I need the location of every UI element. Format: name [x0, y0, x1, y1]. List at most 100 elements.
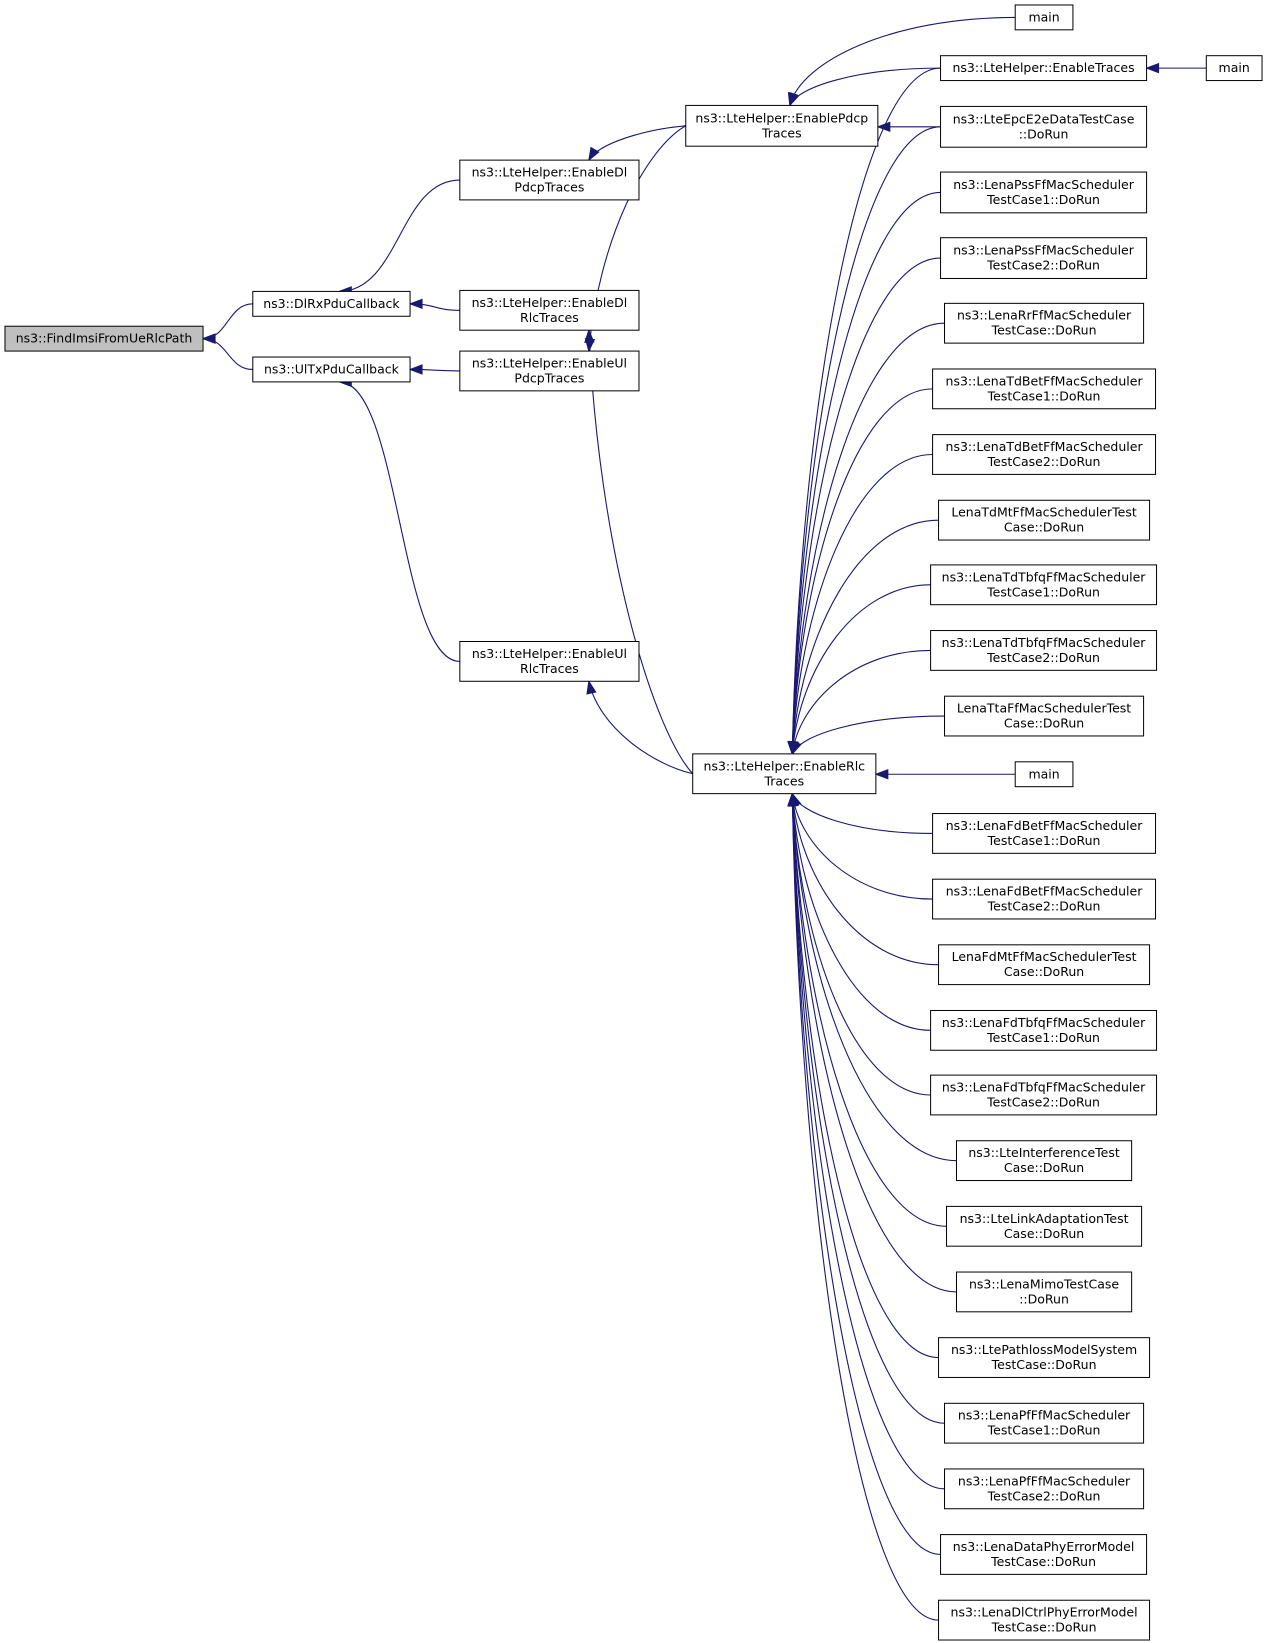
node-box [944, 1402, 1145, 1444]
node-main3[interactable]: main [1014, 761, 1074, 788]
node-root[interactable]: ns3::FindImsiFromUeRlcPath [4, 325, 204, 352]
node-label: ns3::LteHelper::EnableDl [472, 295, 628, 310]
arrow-head-icon [408, 298, 423, 310]
edge-main1-to-pdcp [789, 16, 1016, 106]
node-tdbet2[interactable]: ns3::LenaTdBetFfMacSchedulerTestCase2::D… [932, 434, 1157, 475]
edge-fdtbfq1-to-rlc [791, 793, 931, 1031]
node-box [459, 159, 640, 201]
node-tdbet1[interactable]: ns3::LenaTdBetFfMacSchedulerTestCase1::D… [932, 368, 1157, 410]
node-label: ns3::LenaTdBetFfMacScheduler [946, 373, 1144, 388]
node-label: ns3::LenaPfFfMacScheduler [958, 1408, 1131, 1423]
node-dataphy[interactable]: ns3::LenaDataPhyErrorModelTestCase::DoRu… [940, 1534, 1148, 1575]
node-box [938, 1337, 1151, 1378]
node-label: LenaFdMtFfMacSchedulerTest [952, 949, 1137, 964]
node-box [938, 944, 1151, 986]
edge-pf2-to-rlc [791, 793, 945, 1490]
arrow-head-icon [586, 679, 597, 695]
node-pss2[interactable]: ns3::LenaPssFfMacSchedulerTestCase2::DoR… [940, 237, 1148, 279]
node-box [1205, 55, 1263, 82]
node-label: ns3::LteHelper::EnableDl [472, 165, 628, 180]
node-tdtbfq1[interactable]: ns3::LenaTdTbfqFfMacSchedulerTestCase1::… [930, 564, 1158, 606]
node-label: ns3::LenaTdBetFfMacScheduler [946, 439, 1144, 454]
node-pf1[interactable]: ns3::LenaPfFfMacSchedulerTestCase1::DoRu… [944, 1402, 1145, 1444]
node-pf2[interactable]: ns3::LenaPfFfMacSchedulerTestCase2::DoRu… [944, 1468, 1145, 1510]
edge-ulrlc-to-ultx [339, 381, 460, 662]
node-label: TestCase2::DoRun [987, 1488, 1101, 1503]
edge-pss1-to-rlc [791, 191, 941, 754]
node-label: ns3::UlTxPduCallback [264, 361, 400, 376]
node-label: ns3::LteHelper::EnableUl [472, 355, 627, 370]
node-fdtbfq2[interactable]: ns3::LenaFdTbfqFfMacSchedulerTestCase2::… [930, 1074, 1158, 1116]
node-dlctrl[interactable]: ns3::LenaDlCtrlPhyErrorModelTestCase::Do… [938, 1599, 1151, 1641]
node-box [459, 289, 640, 331]
node-tdtbfq2[interactable]: ns3::LenaTdTbfqFfMacSchedulerTestCase2::… [930, 630, 1158, 671]
node-dlrx[interactable]: ns3::DlRxPduCallback [252, 290, 411, 317]
node-label: Case::DoRun [1004, 964, 1084, 979]
node-label: TestCase2::DoRun [987, 899, 1101, 914]
node-label: ns3::LteHelper::EnablePdcp [695, 110, 868, 125]
arrow-head-icon [588, 146, 600, 162]
node-box [944, 302, 1145, 344]
node-label: Traces [761, 125, 802, 140]
node-label: ns3::LenaPfFfMacScheduler [958, 1473, 1131, 1488]
node-label: TestCase1::DoRun [987, 833, 1101, 848]
node-label: TestCase1::DoRun [986, 584, 1100, 599]
node-box [4, 325, 204, 352]
node-label: TestCase::DoRun [991, 1357, 1097, 1372]
node-label: ns3::LenaDlCtrlPhyErrorModel [951, 1605, 1138, 1620]
edge-tta-to-rlc [791, 715, 945, 755]
node-traces[interactable]: ns3::LteHelper::EnableTraces [940, 55, 1148, 82]
node-box [930, 1074, 1158, 1116]
node-pathloss[interactable]: ns3::LtePathlossModelSystemTestCase::DoR… [938, 1337, 1151, 1378]
node-label: TestCase1::DoRun [987, 1423, 1101, 1438]
edge-dlrx-to-root [203, 303, 253, 340]
node-main1[interactable]: main [1014, 4, 1074, 31]
edge-fdbet2-to-rlc [791, 793, 933, 900]
node-label: Case::DoRun [1004, 1226, 1084, 1241]
node-box [930, 1009, 1158, 1051]
node-label: Traces [763, 773, 804, 788]
node-label: TestCase2::DoRun [986, 1095, 1100, 1110]
arrow-head-icon [584, 328, 595, 343]
edge-fdtbfq2-to-rlc [791, 793, 931, 1096]
node-label: ns3::LtePathlossModelSystem [951, 1342, 1137, 1357]
edge-pss2-to-rlc [791, 257, 941, 754]
node-box [930, 630, 1158, 671]
node-label: RlcTraces [520, 310, 579, 325]
node-label: PdcpTraces [514, 180, 584, 195]
node-box [932, 368, 1157, 410]
edge-tdbet2-to-rlc [791, 453, 933, 754]
node-main2[interactable]: main [1205, 55, 1263, 82]
edge-ultx-to-root [203, 338, 253, 371]
arrow-head-icon [408, 364, 423, 375]
node-fdbet1[interactable]: ns3::LenaFdBetFfMacSchedulerTestCase1::D… [932, 813, 1157, 854]
node-label: RlcTraces [520, 661, 579, 676]
node-label: ns3::LenaFdTbfqFfMacScheduler [942, 1015, 1146, 1030]
node-label: TestCase::DoRun [991, 323, 1097, 338]
node-ultx[interactable]: ns3::UlTxPduCallback [252, 356, 411, 383]
node-label: ns3::FindImsiFromUeRlcPath [16, 331, 193, 346]
arrow-head-icon [201, 333, 216, 344]
node-pss1[interactable]: ns3::LenaPssFfMacSchedulerTestCase1::DoR… [940, 171, 1148, 214]
edge-tdmt-to-rlc [791, 519, 939, 754]
node-mimo[interactable]: ns3::LenaMimoTestCase::DoRun [955, 1271, 1133, 1313]
node-label: ns3::LenaFdTbfqFfMacScheduler [942, 1080, 1146, 1095]
node-e2e[interactable]: ns3::LteEpcE2eDataTestCase::DoRun [940, 105, 1148, 148]
node-fdtbfq1[interactable]: ns3::LenaFdTbfqFfMacSchedulerTestCase1::… [930, 1009, 1158, 1051]
node-fdbet2[interactable]: ns3::LenaFdBetFfMacSchedulerTestCase2::D… [932, 878, 1157, 920]
node-box [459, 640, 640, 682]
nodes-layer: ns3::FindImsiFromUeRlcPath ns3::DlRxPduCa… [4, 4, 1263, 1641]
node-label: Case::DoRun [1004, 520, 1084, 535]
